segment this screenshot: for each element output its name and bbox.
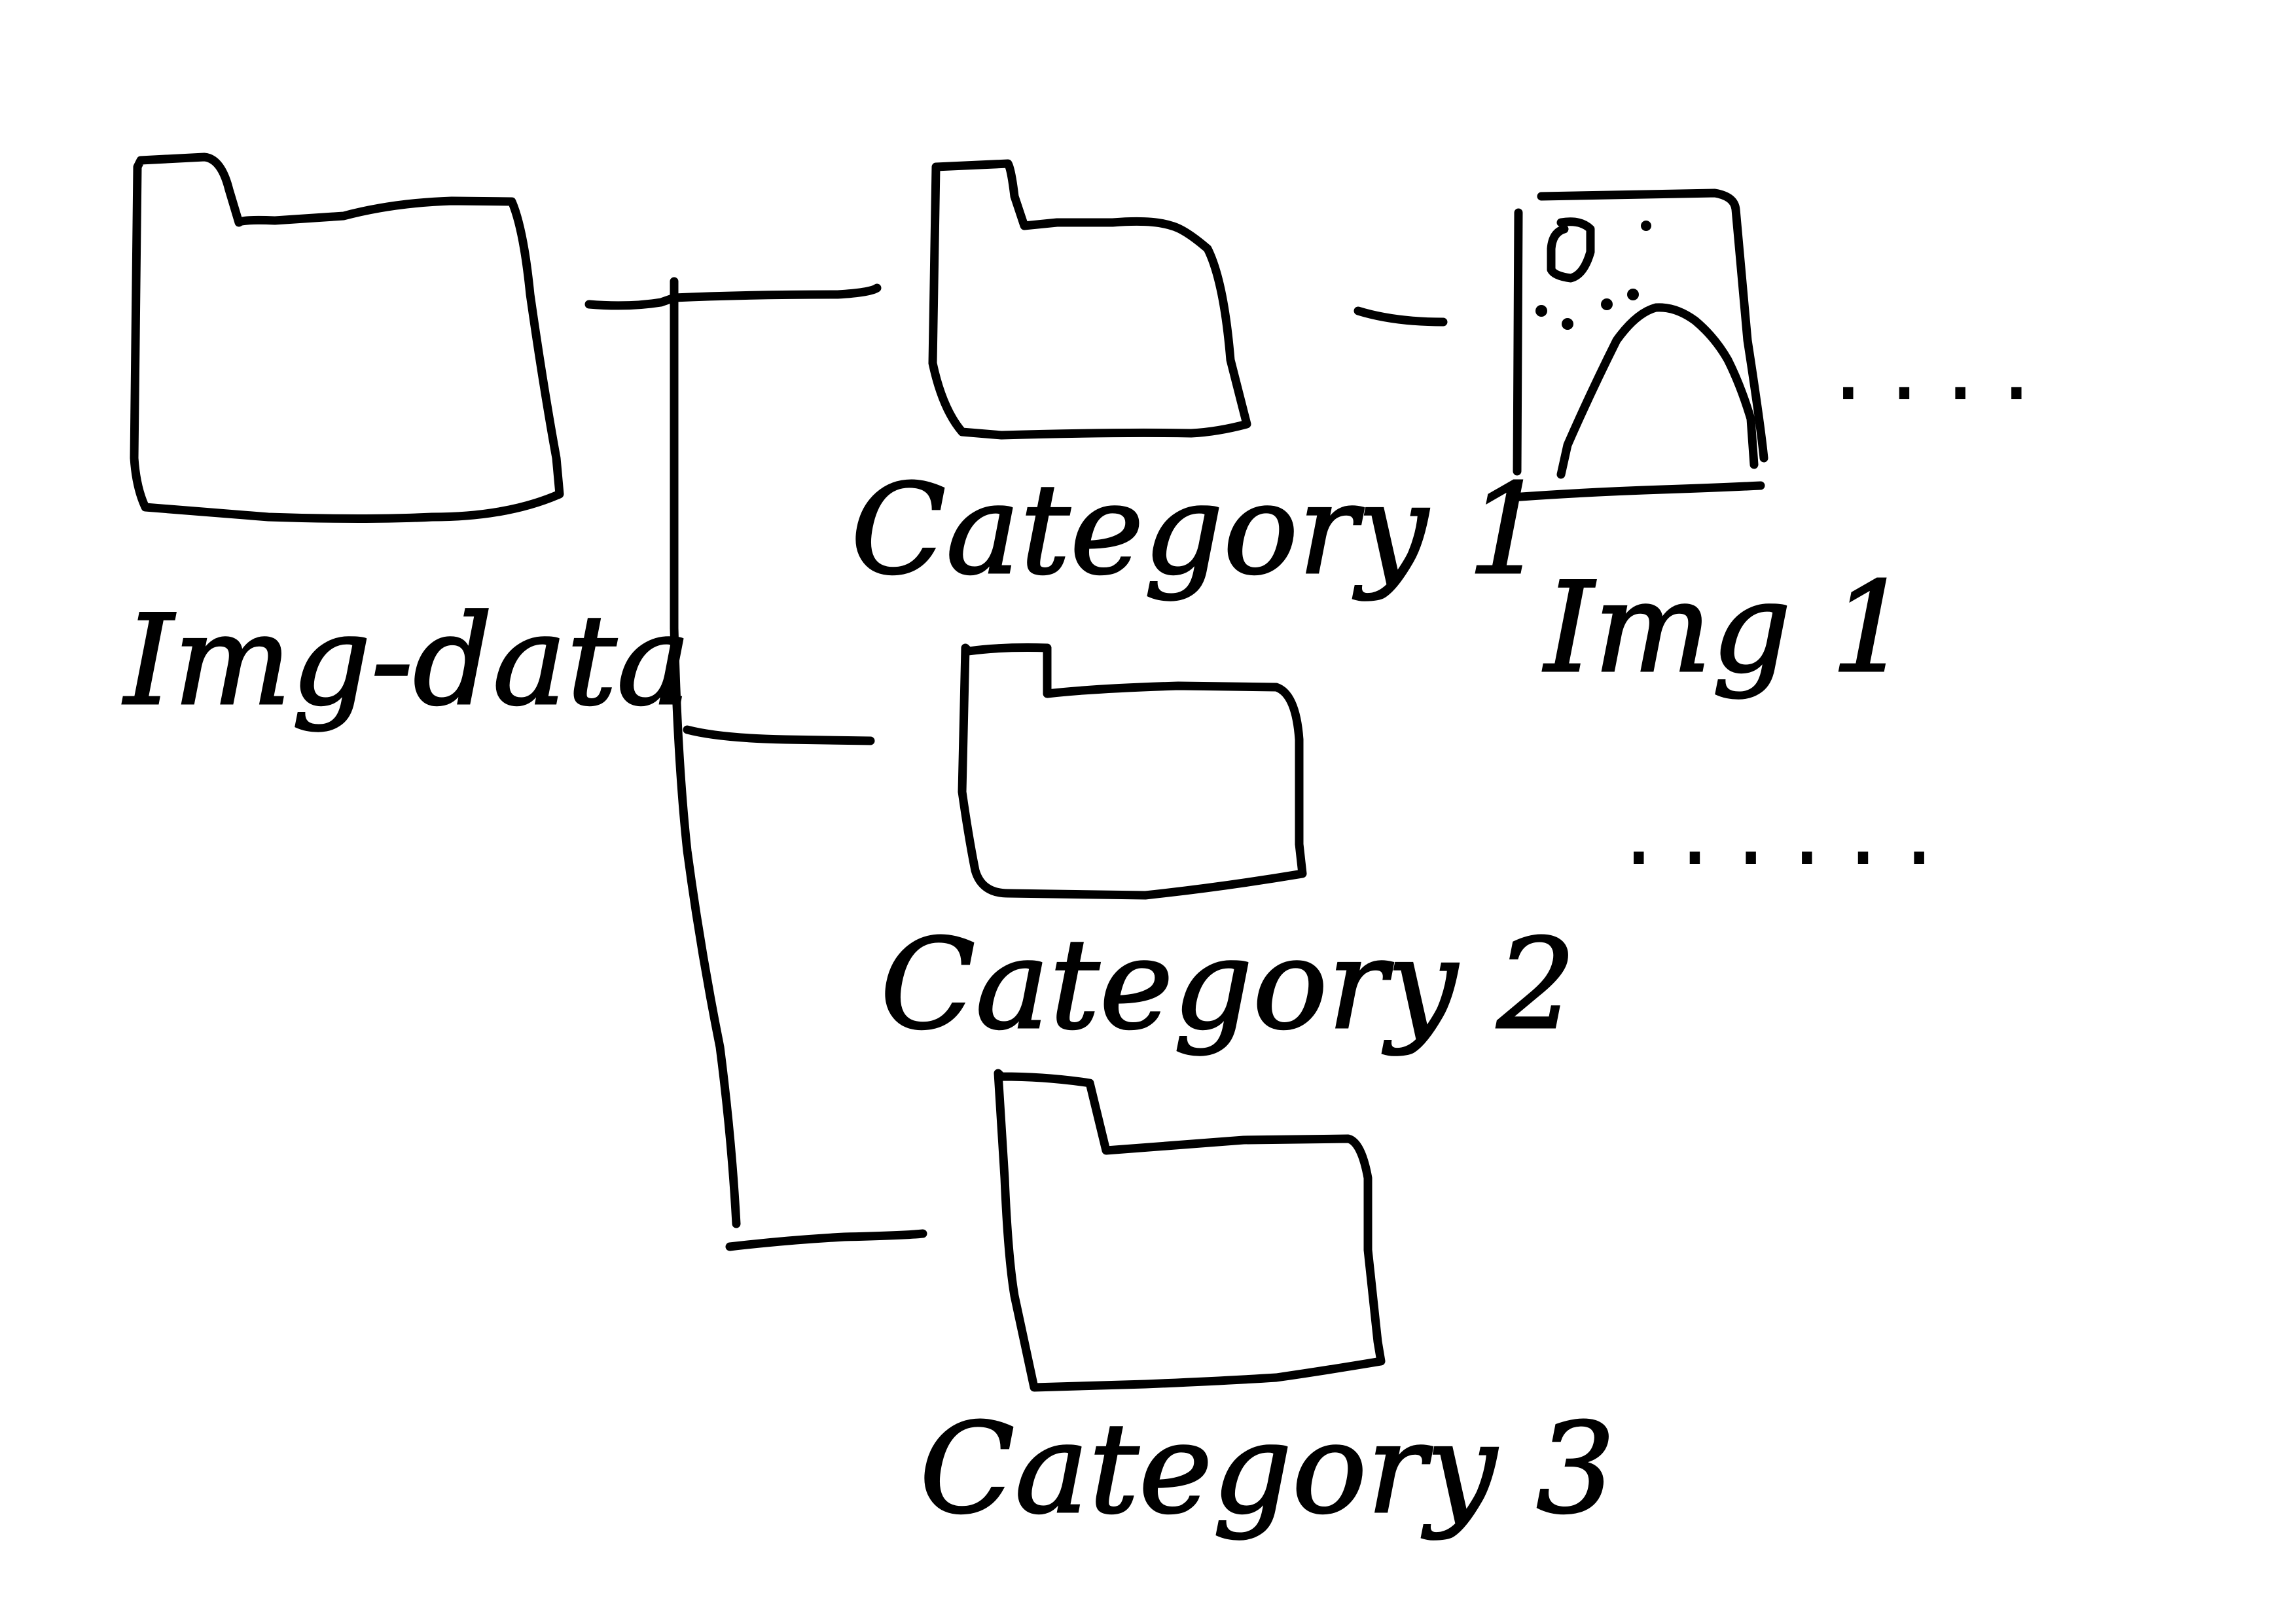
image-icon — [1507, 188, 1768, 502]
branch-category1-line — [670, 283, 882, 302]
category3-folder-icon — [994, 1069, 1386, 1392]
image-mountain — [1556, 303, 1759, 479]
root-folder-label: Img-data — [122, 588, 691, 733]
image-sparkle — [1562, 318, 1573, 330]
category1-folder-label: Category 1 — [851, 457, 1547, 602]
image-frame-left — [1513, 208, 1523, 476]
root-to-trunk-line — [584, 293, 679, 310]
branch-category2-line — [683, 725, 875, 745]
category2-folder-icon — [958, 643, 1307, 900]
root-folder: Img-data — [122, 152, 692, 734]
category1-folder-icon — [928, 159, 1251, 440]
category2-folder-label: Category 2 — [880, 912, 1576, 1057]
more-items-ellipsis: ...... — [1623, 774, 1960, 887]
more-images-ellipsis: .... — [1833, 309, 2057, 423]
category1-folder: Category 1 — [850, 159, 1547, 603]
tree-trunk-line — [670, 277, 741, 1228]
image-sun — [1547, 217, 1595, 283]
image-frame-bottom — [1507, 481, 1765, 502]
category1-to-image-line — [1354, 306, 1448, 327]
image-sparkle — [1601, 298, 1613, 310]
image-frame — [1537, 188, 1768, 463]
root-folder-icon — [130, 152, 564, 523]
branch-category3-line — [725, 1229, 927, 1251]
category3-folder-label: Category 3 — [920, 1397, 1615, 1541]
category3-folder: Category 3 — [919, 1069, 1616, 1543]
image-sparkle — [1535, 305, 1547, 317]
tree-connectors — [584, 277, 1448, 1251]
image-sparkle — [1627, 289, 1639, 300]
image-sparkle — [1641, 221, 1651, 231]
category2-folder: Category 2 — [880, 643, 1577, 1058]
image-file-label: Img 1 — [1543, 556, 1910, 700]
image-file: Img 1 — [1507, 188, 1911, 702]
